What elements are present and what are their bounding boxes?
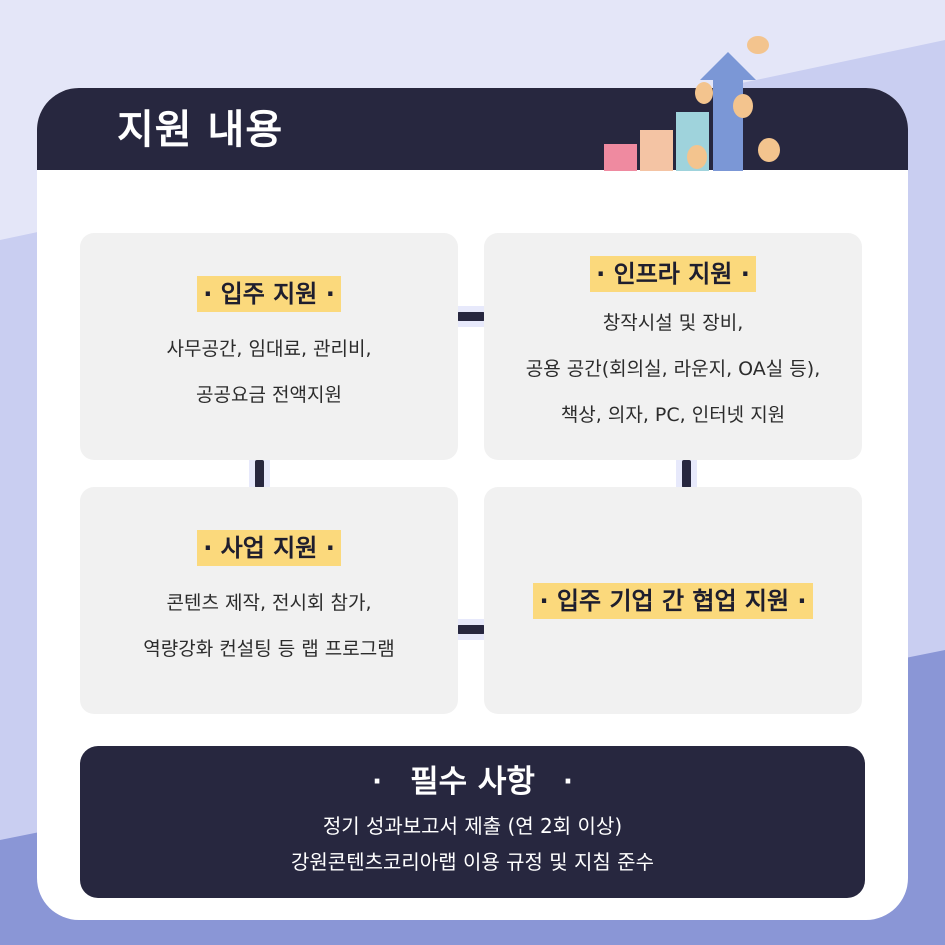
connector — [457, 625, 485, 634]
support-box-collaboration: · 입주 기업 간 협업 지원 · — [484, 487, 862, 714]
requirements-panel: · 필수 사항 · 정기 성과보고서 제출 (연 2회 이상) 강원콘텐츠코리아… — [80, 746, 865, 898]
support-box-title: · 입주 지원 · — [197, 275, 341, 312]
support-box-text: 역량강화 컨설팅 등 랩 프로그램 — [143, 637, 395, 660]
growth-chart-icon — [604, 36, 780, 171]
coin-icon — [747, 36, 769, 54]
support-box-text: 공공요금 전액지원 — [196, 383, 342, 406]
support-box-text: 공용 공간(회의실, 라운지, OA실 등), — [525, 357, 821, 380]
support-box-business: · 사업 지원 · 콘텐츠 제작, 전시회 참가, 역량강화 컨설팅 등 랩 프… — [80, 487, 458, 714]
support-box-residency: · 입주 지원 · 사무공간, 임대료, 관리비, 공공요금 전액지원 — [80, 233, 458, 460]
arrow-up-icon — [700, 52, 756, 171]
bullet: · — [372, 767, 383, 797]
support-box-title: · 인프라 지원 · — [590, 255, 756, 292]
requirement-item: 강원콘텐츠코리아랩 이용 규정 및 지침 준수 — [291, 850, 654, 874]
coin-icon — [687, 145, 707, 169]
support-box-title: · 사업 지원 · — [197, 529, 341, 566]
support-box-text: 책상, 의자, PC, 인터넷 지원 — [560, 403, 786, 426]
connector — [255, 460, 264, 488]
page-title: 지원 내용 — [117, 107, 284, 153]
connector — [457, 312, 485, 321]
bullet: · — [562, 767, 573, 797]
requirements-title: 필수 사항 — [410, 764, 535, 800]
support-box-text: 사무공간, 임대료, 관리비, — [166, 337, 372, 360]
requirements-heading: · 필수 사항 · — [80, 762, 865, 802]
coin-icon — [695, 82, 713, 104]
support-box-text: 창작시설 및 장비, — [602, 311, 744, 334]
support-box-infrastructure: · 인프라 지원 · 창작시설 및 장비, 공용 공간(회의실, 라운지, OA… — [484, 233, 862, 460]
coin-icon — [758, 138, 780, 162]
support-box-title: · 입주 기업 간 협업 지원 · — [533, 582, 813, 619]
support-box-text: 콘텐츠 제작, 전시회 참가, — [166, 591, 372, 614]
coin-icon — [733, 94, 753, 118]
connector — [682, 460, 691, 488]
requirement-item: 정기 성과보고서 제출 (연 2회 이상) — [322, 814, 623, 838]
